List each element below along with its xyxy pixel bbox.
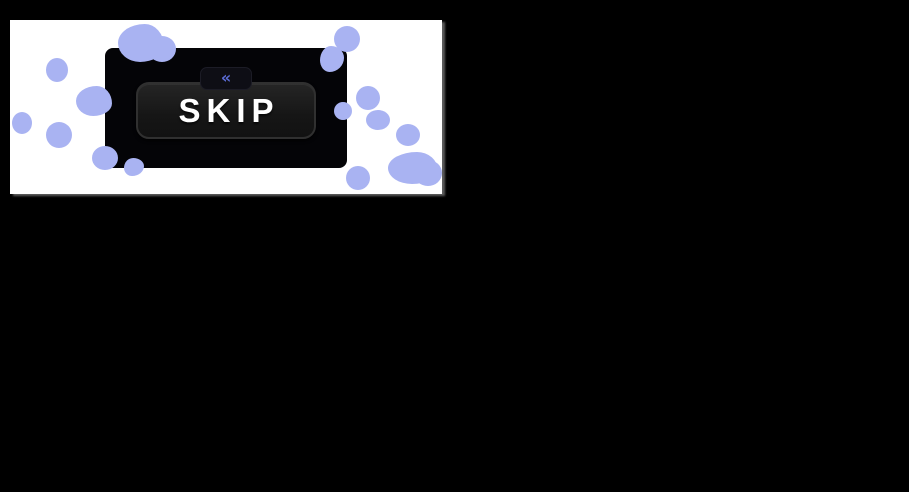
content-panel: SKIP «: [10, 20, 442, 194]
skip-dialog: SKIP «: [105, 48, 347, 168]
paint-blob: [46, 122, 72, 148]
paint-blob: [124, 158, 144, 176]
paint-blob: [396, 124, 420, 146]
paint-blob: [12, 112, 32, 134]
skip-button[interactable]: SKIP: [136, 82, 316, 139]
paint-blob: [148, 36, 176, 62]
double-chevron-left-icon: «: [220, 67, 232, 87]
paint-blob: [366, 110, 390, 130]
paint-blob: [414, 160, 442, 186]
paint-blob: [46, 58, 68, 82]
paint-blob: [346, 166, 370, 190]
paint-blob: [92, 146, 118, 170]
paint-blob: [356, 86, 380, 110]
skip-button-label: SKIP: [178, 92, 280, 129]
collapse-button[interactable]: «: [200, 67, 252, 90]
paint-blob: [76, 86, 112, 116]
paint-blob: [334, 102, 352, 120]
